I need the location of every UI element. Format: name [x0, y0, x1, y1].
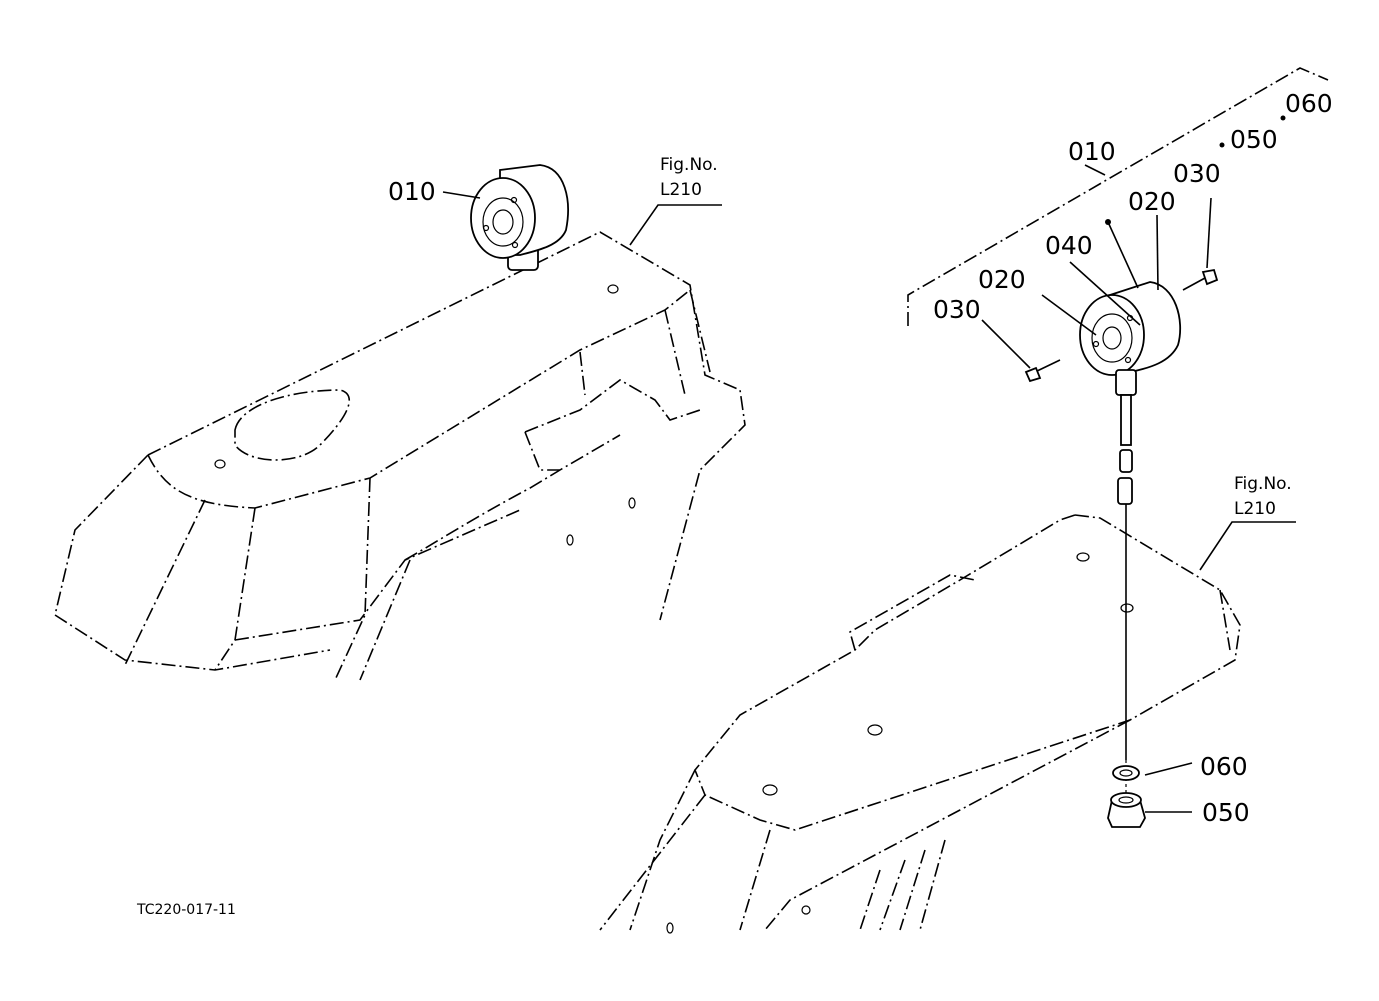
nut-050[interactable] [1107, 792, 1146, 828]
assembly-label-010: 010 [1068, 137, 1116, 166]
callout-060: 060 [1200, 752, 1248, 781]
assembly-part-050: 050 [1230, 125, 1278, 154]
callout-050: 050 [1202, 798, 1250, 827]
drawing-code: TC220-017-11 [136, 902, 236, 918]
callout-030-left: 030 [933, 295, 981, 324]
callout-leaders [981, 115, 1286, 813]
right-fig-ref-line2: L210 [1234, 499, 1276, 519]
callout-020-left: 020 [978, 265, 1026, 294]
left-fig-ref-line1: Fig.No. [660, 155, 718, 175]
right-fig-ref-line1: Fig.No. [1234, 474, 1292, 494]
left-fender-panel [54, 204, 746, 681]
left-part-label-010: 010 [388, 177, 436, 206]
assembly-part-030: 030 [1173, 159, 1221, 188]
right-fender-panel [599, 514, 1296, 934]
screw-030-right[interactable] [1182, 268, 1219, 291]
assembly-bracket [907, 67, 1329, 326]
callout-040: 040 [1045, 231, 1093, 260]
washer-060[interactable] [1112, 765, 1140, 781]
right-lamp-assembly[interactable] [1079, 281, 1182, 800]
callout-020-top: 020 [1128, 187, 1176, 216]
left-fig-ref-line2: L210 [660, 180, 702, 200]
left-lamp-010[interactable] [442, 164, 569, 271]
assembly-part-060: 060 [1285, 89, 1333, 118]
screw-030-left[interactable] [1024, 359, 1061, 383]
